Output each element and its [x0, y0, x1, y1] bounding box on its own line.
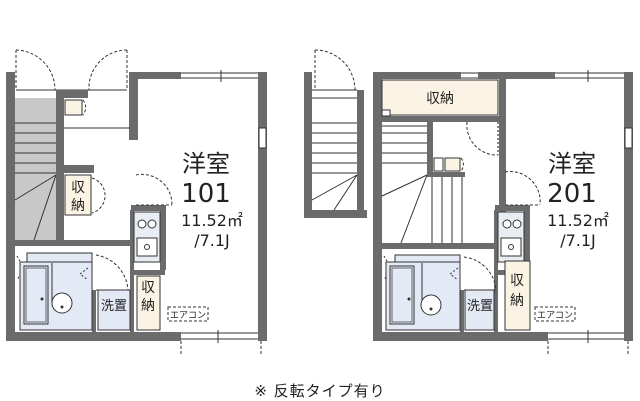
unit-201-plan: 収納 [304, 49, 633, 355]
room-type-label: 洋室 [548, 150, 596, 178]
room-size-label: /7.1J [560, 231, 596, 250]
air-conditioner-icon: エアコン [534, 306, 576, 322]
storage-label: 収 [141, 280, 155, 296]
reverse-type-note: ※ 反転タイプ有り [254, 382, 386, 400]
storage-label: 納 [510, 293, 524, 309]
storage-label: 収 [71, 180, 85, 196]
unit-101-plan: 収 納 [6, 49, 267, 355]
room-area-label: 11.52㎡ [547, 211, 609, 230]
storage-closet-top: 収納 [381, 79, 499, 156]
laundry-label: 洗置 [101, 299, 127, 314]
storage-label: 収納 [426, 91, 454, 107]
staircase-icon [381, 125, 463, 244]
sink-icon [420, 294, 442, 316]
bathtub-icon [389, 265, 415, 325]
bathroom [385, 261, 461, 331]
bathtub-icon [23, 265, 49, 325]
room-size-label: /7.1J [194, 231, 230, 250]
entry-door-icon [15, 49, 128, 91]
storage-label: 収 [510, 273, 524, 289]
sink-icon [51, 292, 73, 314]
svg-text:エアコン: エアコン [537, 311, 573, 321]
kitchen-unit [497, 211, 525, 263]
staircase-icon [304, 49, 367, 218]
room-number-label: 201 [547, 179, 597, 209]
air-conditioner-icon: エアコン [167, 306, 209, 322]
laundry-space: 洗置 [464, 289, 495, 331]
staircase-icon [14, 98, 57, 241]
laundry-label: 洗置 [467, 299, 493, 314]
room-number-label: 101 [181, 179, 231, 209]
storage-closet-1: 収 納 [64, 174, 106, 216]
room-area-label: 11.52㎡ [181, 211, 243, 230]
bathroom [19, 261, 93, 331]
svg-text:エアコン: エアコン [170, 311, 206, 321]
storage-label: 納 [71, 198, 85, 214]
storage-closet-2: 収 納 [136, 275, 161, 331]
room-type-label: 洋室 [182, 150, 230, 178]
storage-closet-2: 収 納 [504, 260, 531, 331]
storage-label: 納 [141, 298, 155, 314]
kitchen-unit [133, 211, 161, 263]
laundry-space: 洗置 [97, 289, 131, 331]
